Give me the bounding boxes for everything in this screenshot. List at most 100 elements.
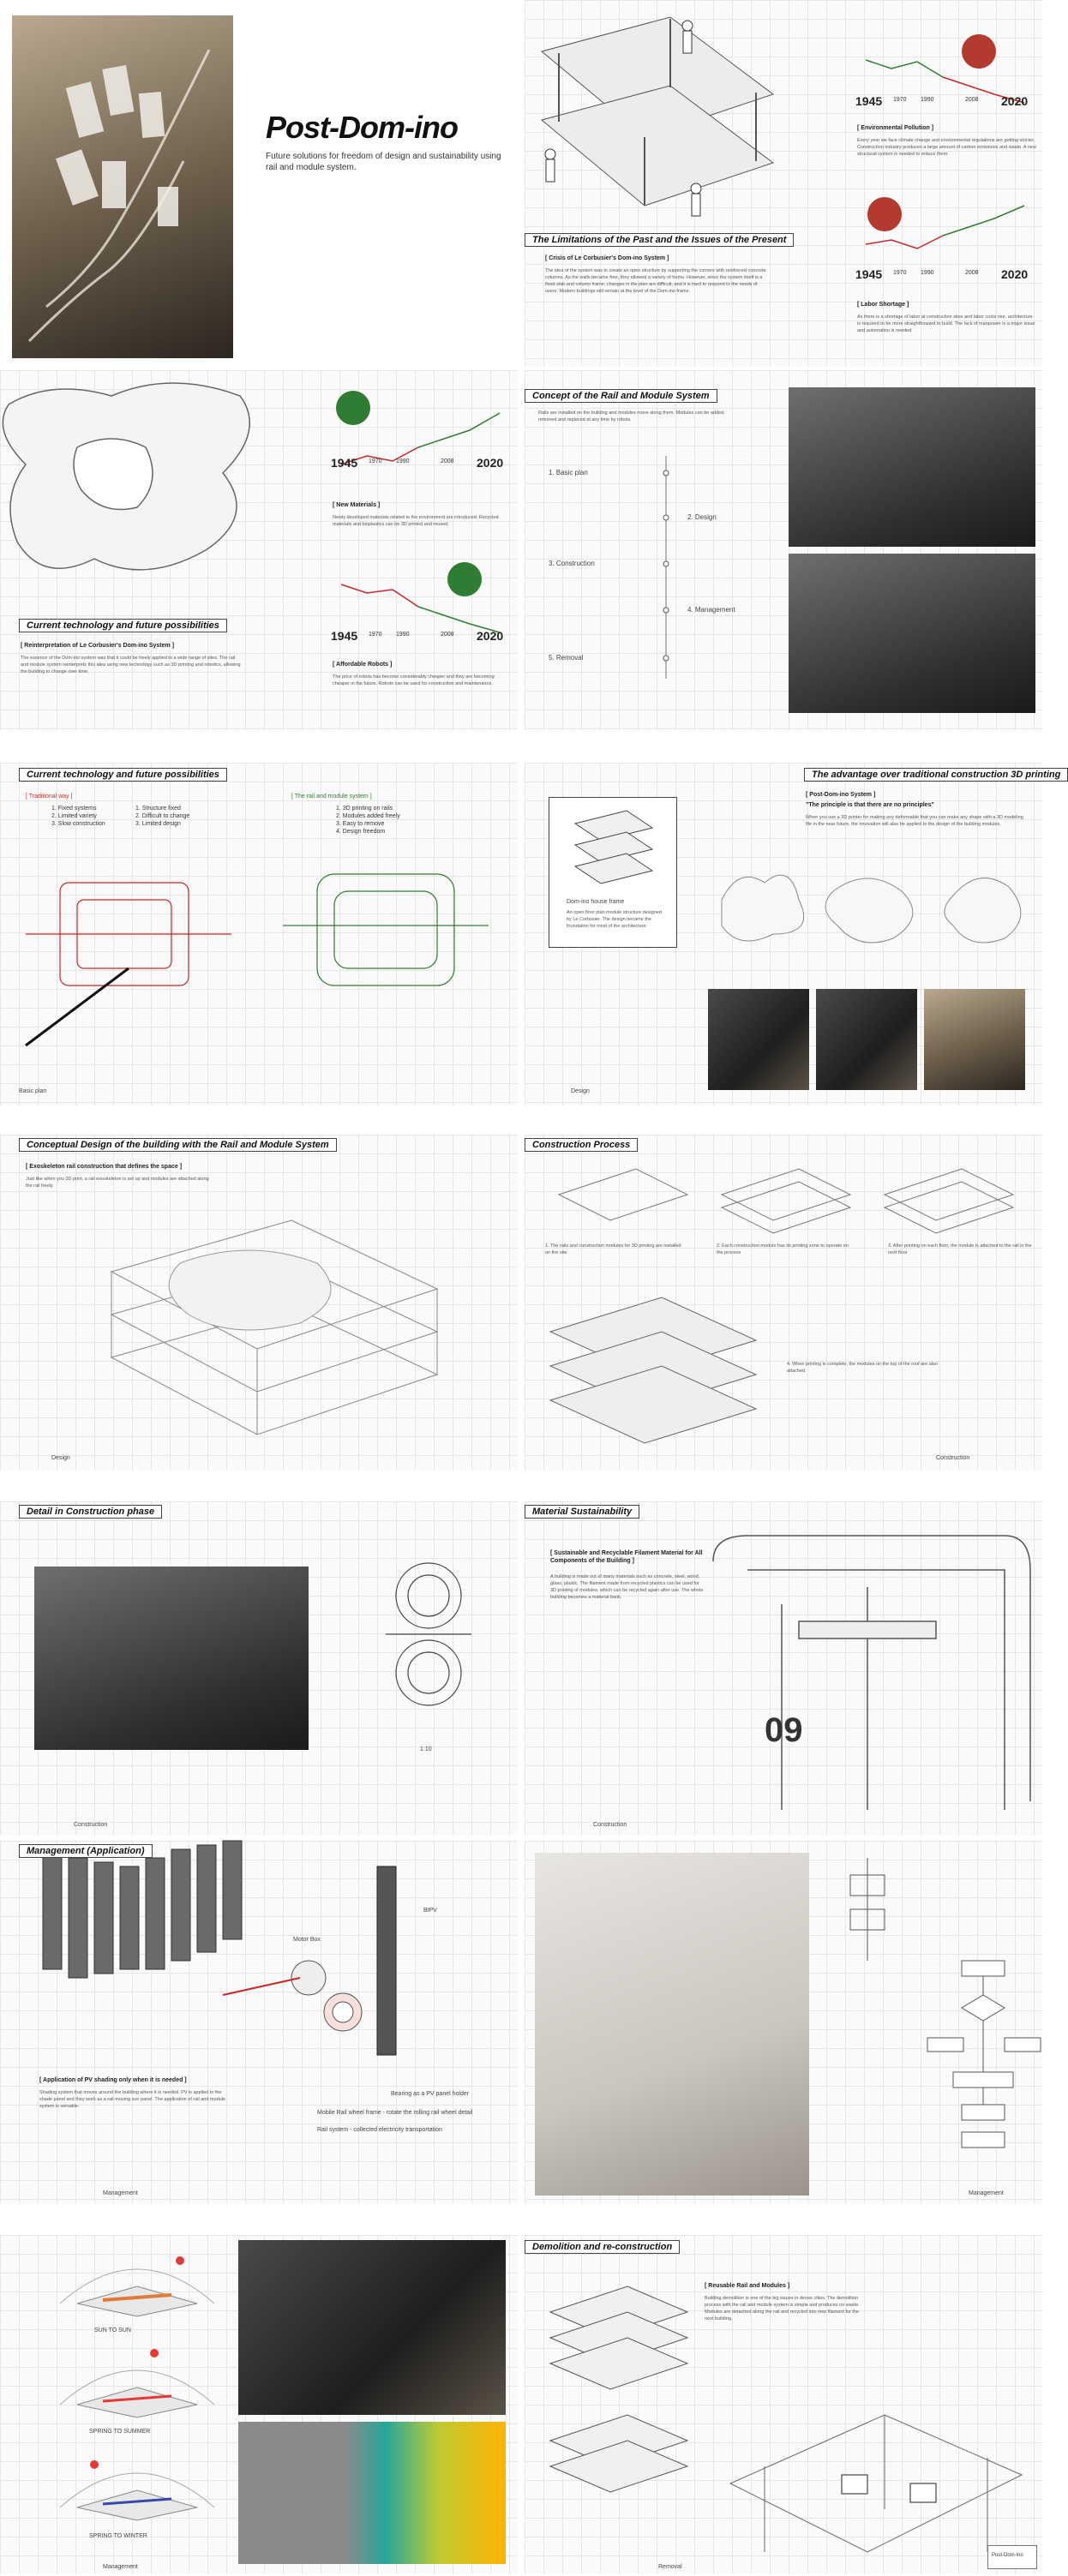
reusable-heading: [ Reusable Rail and Modules ] xyxy=(705,2283,790,2289)
domino-frame-icon xyxy=(573,810,654,884)
pollution-year-1970: 1970 xyxy=(893,97,907,103)
rail-item-3: 3. Easy to remove xyxy=(336,821,385,827)
rail-profile-drawing xyxy=(849,1858,885,1961)
rail-item-1: 1. 3D printing on rails xyxy=(336,806,393,812)
pv-shading-facade xyxy=(42,1840,243,1979)
coin-stack-icon xyxy=(867,197,902,231)
traditional-con-2: 2. Difficult to change xyxy=(135,813,190,819)
labor-year-2008: 2008 xyxy=(965,270,979,276)
concept-timeline xyxy=(663,456,669,679)
recycle-icon xyxy=(962,34,996,69)
pv-shading-body: Shading system that moves around the bui… xyxy=(39,2090,225,2109)
current-tech-title: Current technology and future possibilit… xyxy=(19,619,227,632)
bearing-assembly-drawing xyxy=(222,1960,363,2032)
limitations-panel: The Limitations of the Past and the Issu… xyxy=(525,0,1042,367)
domino-caption: Dom-ino house frame xyxy=(567,899,625,905)
construction-title: Construction Process xyxy=(525,1138,639,1152)
construction-sequence-illustration xyxy=(557,1168,1015,1234)
detail-photo xyxy=(34,1567,309,1750)
labor-year-1990: 1990 xyxy=(921,270,934,276)
pollution-year-end: 2020 xyxy=(1001,94,1029,108)
rail-item-4: 4. Design freedom xyxy=(336,829,386,835)
exoskeleton-body: Just like when you 3D print, a rail exos… xyxy=(26,1177,209,1189)
reinterpretation-heading: [ Reinterpretation of Le Corbusier's Dom… xyxy=(21,643,175,649)
floor-slab-illustration xyxy=(540,16,775,217)
conceptual-title: Conceptual Design of the building with t… xyxy=(19,1138,337,1152)
concept-step-basic-plan: 1. Basic plan xyxy=(549,469,588,476)
traditional-item-2: 2. Limited variety xyxy=(51,813,97,819)
hero-model-illustration xyxy=(27,49,211,343)
rail-module-photo-bottom xyxy=(789,554,1035,713)
solar-panel: SUN TO SUN SPRING TO SUMMER SPRING TO WI… xyxy=(0,2235,518,2574)
concept-step-management: 4. Management xyxy=(687,606,735,614)
labor-heading: [ Labor Shortage ] xyxy=(857,302,909,308)
materials-year-start: 1945 xyxy=(331,456,358,470)
labor-year-1970: 1970 xyxy=(893,270,907,276)
concept-title: Concept of the Rail and Module System xyxy=(525,389,717,403)
principle-quote: "The principle is that there are no prin… xyxy=(806,802,934,808)
post-domino-heading: [ Post-Dom-ino System ] xyxy=(806,792,876,798)
robots-heading: [ Affordable Robots ] xyxy=(333,662,393,668)
sun-path-diagram-2 xyxy=(59,2349,215,2418)
bearing-label: Bearing as a PV panel holder xyxy=(391,2091,470,2097)
detail-caption: Construction xyxy=(74,1822,108,1828)
crisis-body: The idea of the system was to create an … xyxy=(545,268,766,294)
detail-title: Detail in Construction phase xyxy=(19,1505,163,1519)
labor-year-start: 1945 xyxy=(855,267,883,281)
hero-panel: Post-Dom-ino Future solutions for freedo… xyxy=(235,15,519,358)
rail-item-2: 2. Modules added freely xyxy=(336,813,400,819)
construction-panel: Construction Process 1. The rails and co… xyxy=(525,1135,1042,1471)
domino-body: An open floor plan module structure desi… xyxy=(567,910,662,929)
page-subtitle: Future solutions for freedom of design a… xyxy=(266,152,501,172)
concept-panel: Concept of the Rail and Module System Ra… xyxy=(525,370,1042,730)
material-title: Material Sustainability xyxy=(525,1505,640,1519)
recycle-green-icon xyxy=(336,391,370,425)
solar-caption: Management xyxy=(103,2564,138,2570)
coin-stack-green-icon xyxy=(447,562,482,596)
conceptual-caption: Design xyxy=(51,1455,70,1461)
traditional-label: [ Traditional way ] xyxy=(26,794,73,800)
construction-caption: Construction xyxy=(936,1455,970,1461)
crisis-heading: [ Crisis of Le Corbusier's Dom-ino Syste… xyxy=(545,255,669,261)
robots-year-start: 1945 xyxy=(331,629,358,643)
printed-module-photo-2 xyxy=(816,989,917,1090)
rail-wheel-detail-drawing xyxy=(386,1562,471,1706)
demolition-panel: Demolition and re-construction [ Reusabl… xyxy=(525,2235,1042,2574)
pollution-year-start: 1945 xyxy=(855,94,883,108)
svg-text:09: 09 xyxy=(765,1711,803,1749)
demolition-caption: Removal xyxy=(658,2564,682,2570)
design-caption: Design xyxy=(571,1088,590,1094)
printed-module-photo-1 xyxy=(708,989,809,1090)
footer-label: Post-Dom-ino xyxy=(992,2553,1023,2558)
materials-year-1990: 1990 xyxy=(396,458,410,464)
pollution-heading: [ Environmental Pollution ] xyxy=(857,125,934,131)
robots-body: The price of robots has become considera… xyxy=(333,674,495,686)
page-title: Post-Dom-ino xyxy=(266,110,459,145)
module-shape-illustration xyxy=(2,382,250,571)
printed-module-photo-3 xyxy=(924,989,1025,1090)
traditional-vs-rail-illustration xyxy=(25,873,489,1047)
pv-module-photo xyxy=(535,1853,809,2196)
pv-shading-heading: [ Application of PV shading only when it… xyxy=(39,2077,187,2083)
reconstruction-illustration xyxy=(729,2414,1023,2553)
traditional-item-1: 1. Fixed systems xyxy=(51,806,97,812)
labor-chart xyxy=(865,205,1025,249)
rail-system-label: [ The rail and module system ] xyxy=(291,794,372,800)
concept-step-design: 2. Design xyxy=(687,513,717,521)
pollution-year-1990: 1990 xyxy=(921,97,934,103)
rail-module-photo-top xyxy=(789,387,1035,547)
management-caption: Management xyxy=(103,2190,138,2196)
construction-step-1: 1. The rails and construction modules fo… xyxy=(545,1243,681,1255)
labor-year-end: 2020 xyxy=(1001,267,1029,281)
concept-body: Rails are installed on the building and … xyxy=(538,410,725,422)
reusable-body: Building demolition is one of the big is… xyxy=(705,2296,860,2321)
robots-year-2008: 2008 xyxy=(441,632,454,638)
management-panel: Management (Application) BIPV Motor Box … xyxy=(0,1840,518,2204)
rail-structure-illustration: 09 xyxy=(712,1535,1031,1810)
hero-photo xyxy=(12,15,233,358)
materials-body: Newly developed materials related to the… xyxy=(333,515,499,527)
management-caption-right: Management xyxy=(969,2190,1004,2196)
basic-plan-caption: Basic plan xyxy=(19,1088,47,1094)
detail-scale: 1:10 xyxy=(420,1746,432,1752)
material-heading: [ Sustainable and Recyclable Filament Ma… xyxy=(550,1550,703,1564)
